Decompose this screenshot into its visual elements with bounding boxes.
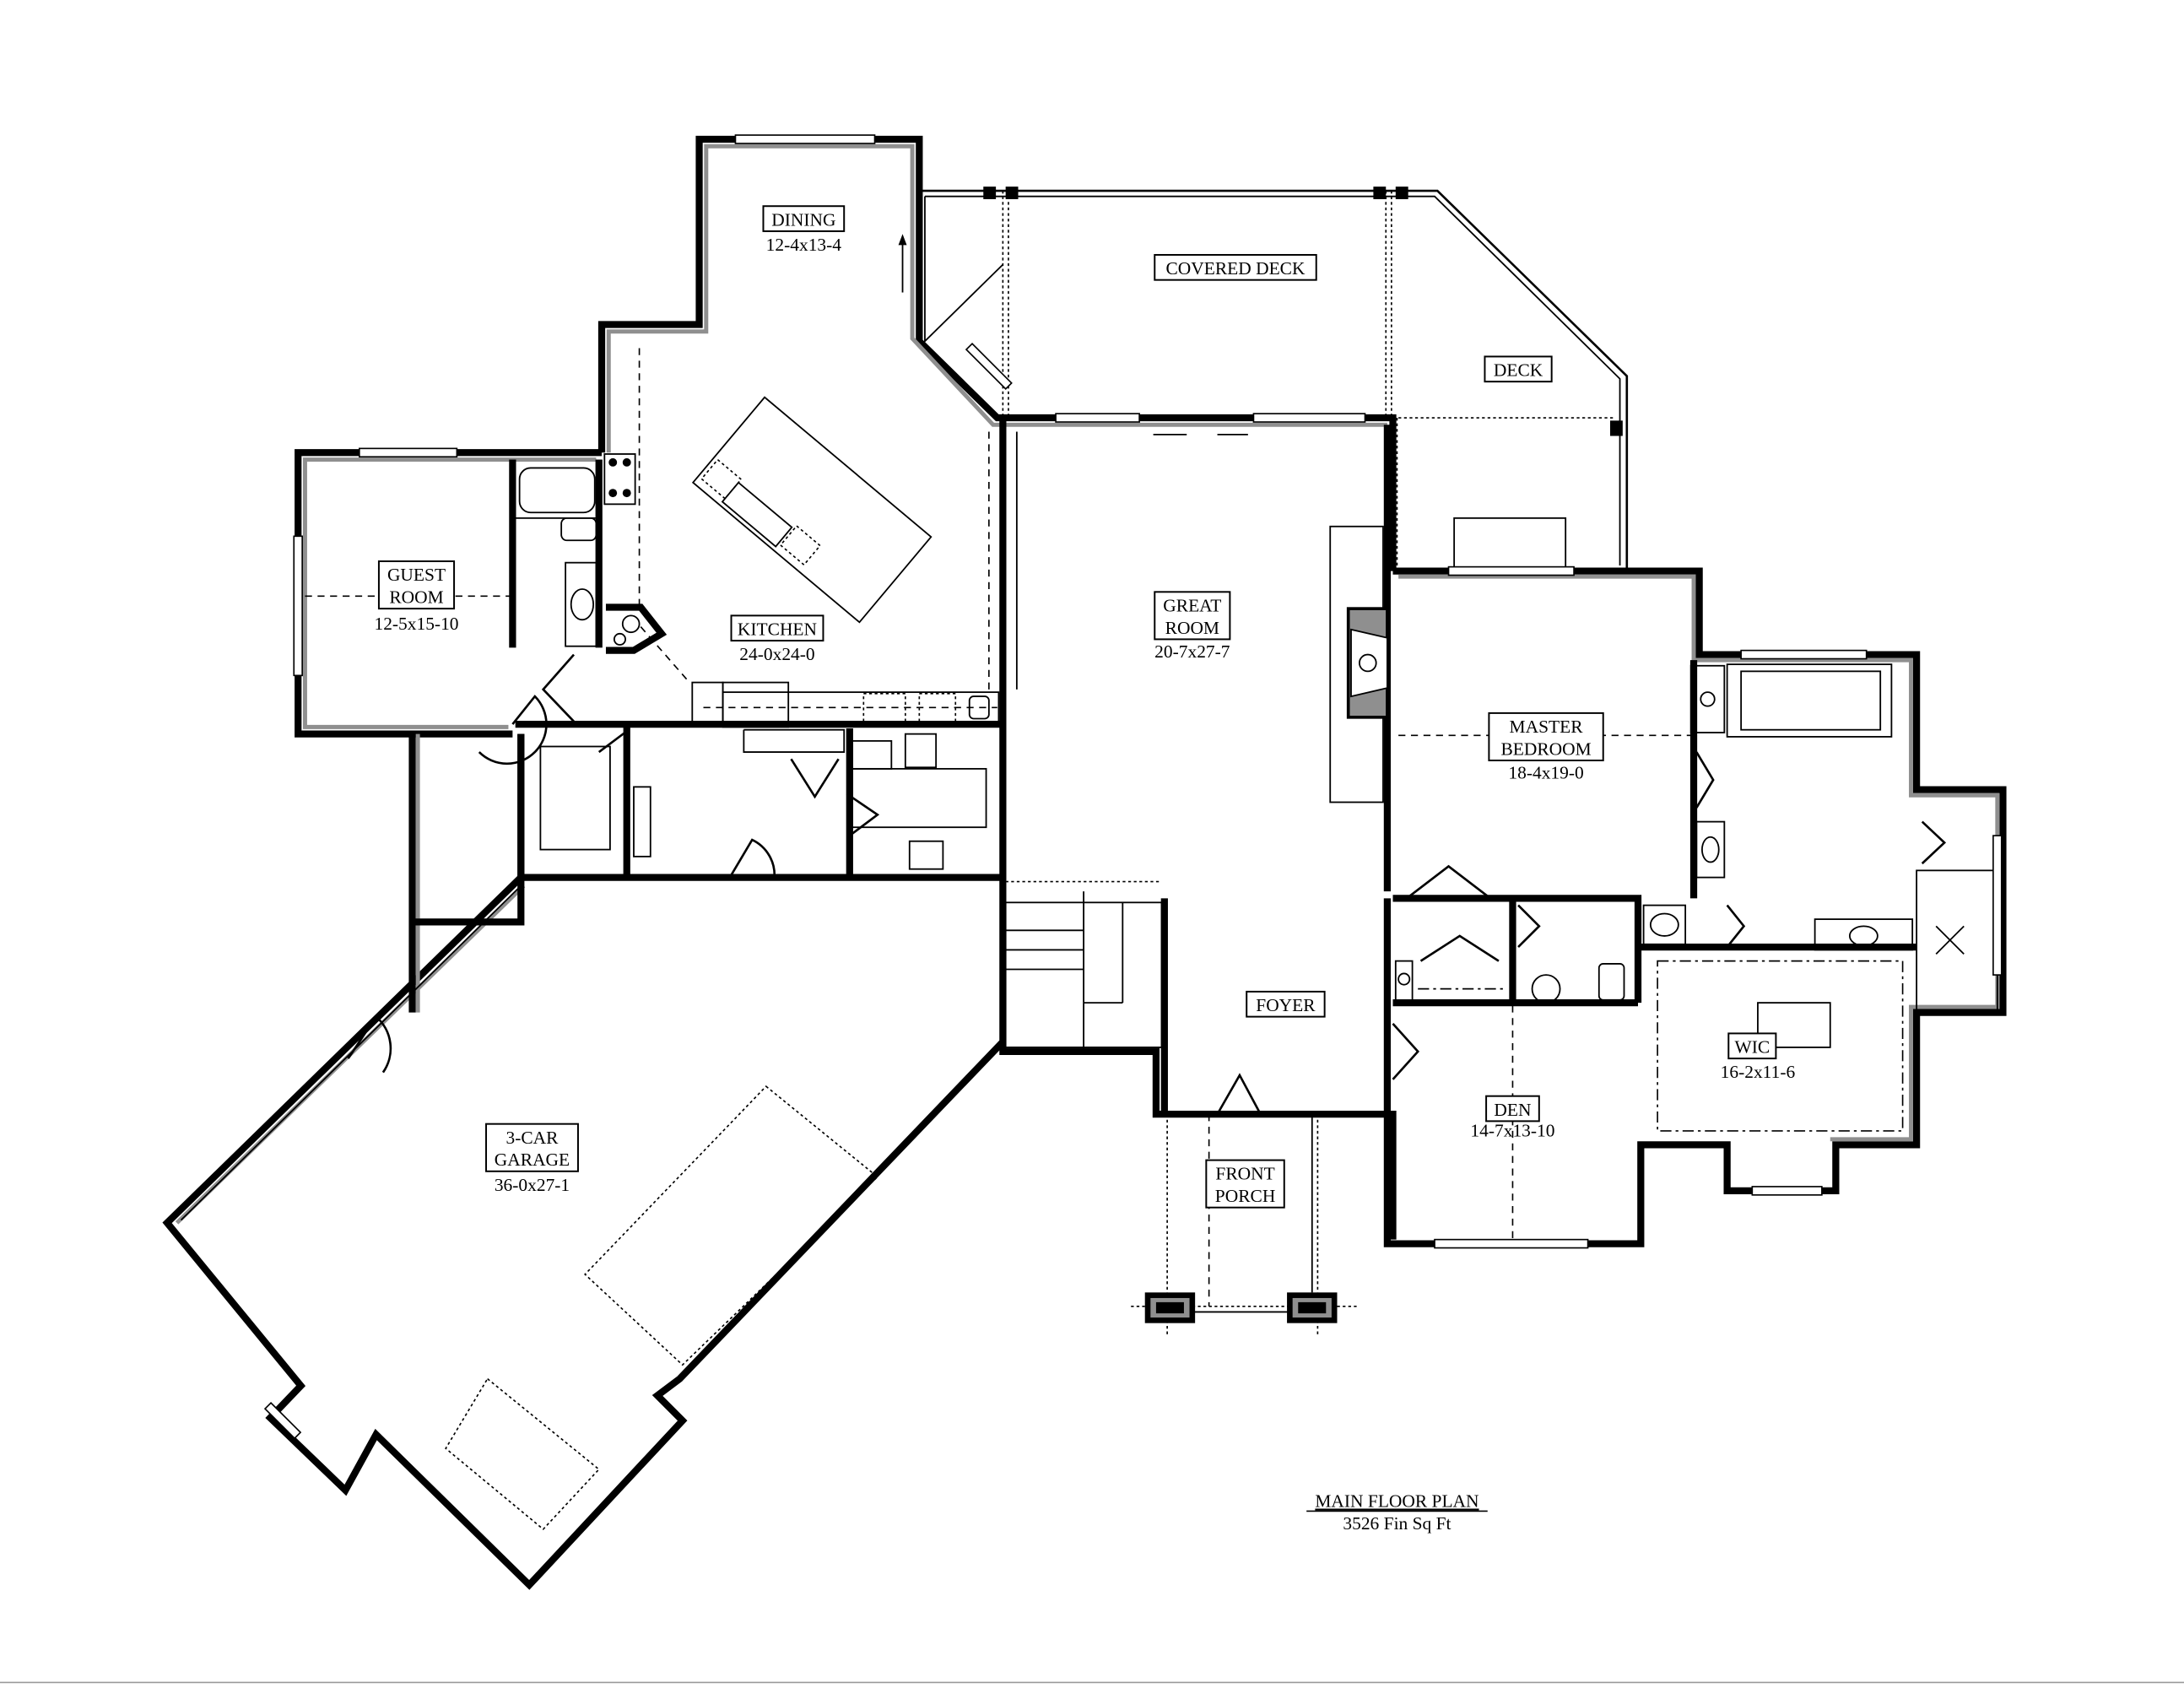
- room-wic: WIC 16-2x11-6: [1721, 1032, 1796, 1082]
- svg-text:14-7x13-10: 14-7x13-10: [1470, 1121, 1554, 1141]
- svg-text:GARAGE: GARAGE: [495, 1150, 570, 1170]
- svg-text:ROOM: ROOM: [389, 587, 443, 608]
- svg-text:FOYER: FOYER: [1256, 995, 1316, 1015]
- svg-text:16-2x11-6: 16-2x11-6: [1721, 1062, 1796, 1082]
- room-dining: DINING 12-4x13-4: [762, 205, 846, 255]
- svg-text:18-4x19-0: 18-4x19-0: [1508, 762, 1583, 782]
- svg-text:12-4x13-4: 12-4x13-4: [766, 235, 842, 255]
- svg-text:36-0x27-1: 36-0x27-1: [495, 1175, 570, 1195]
- room-master-bedroom: MASTER BEDROOM 18-4x19-0: [1398, 711, 1691, 782]
- svg-text:DINING: DINING: [771, 209, 835, 230]
- plan-title: MAIN FLOOR PLAN: [1315, 1491, 1479, 1511]
- svg-text:12-5x15-10: 12-5x15-10: [374, 614, 458, 634]
- doors: [347, 234, 1947, 1115]
- svg-text:20-7x27-7: 20-7x27-7: [1154, 641, 1230, 662]
- front-porch: [1131, 1114, 1359, 1334]
- room-garage: 3-CAR GARAGE 36-0x27-1: [485, 1123, 579, 1195]
- svg-text:KITCHEN: KITCHEN: [738, 619, 817, 639]
- porch-column-right: [1287, 1292, 1338, 1323]
- svg-text:MASTER: MASTER: [1510, 717, 1584, 737]
- room-den: DEN 14-7x13-10: [1470, 1095, 1554, 1141]
- plan-title-block: MAIN FLOOR PLAN 3526 Fin Sq Ft: [1306, 1491, 1488, 1534]
- interior-walls: [509, 396, 1998, 1307]
- room-kitchen: KITCHEN 24-0x24-0: [638, 348, 990, 690]
- svg-text:ROOM: ROOM: [1165, 618, 1219, 638]
- plan-square-footage: 3526 Fin Sq Ft: [1343, 1513, 1451, 1534]
- svg-text:COVERED DECK: COVERED DECK: [1166, 258, 1306, 279]
- svg-text:24-0x24-0: 24-0x24-0: [739, 644, 814, 664]
- windows: [263, 134, 2003, 1440]
- room-foyer: FOYER: [1246, 990, 1326, 1018]
- svg-text:PORCH: PORCH: [1215, 1186, 1275, 1206]
- svg-text:GREAT: GREAT: [1163, 595, 1221, 615]
- svg-text:GUEST: GUEST: [387, 565, 446, 585]
- room-front-porch: FRONT PORCH: [1205, 1159, 1285, 1209]
- svg-text:FRONT: FRONT: [1215, 1164, 1274, 1184]
- room-covered-deck: COVERED DECK: [1154, 253, 1317, 281]
- room-guest-room: GUEST ROOM 12-5x15-10: [305, 560, 511, 634]
- exterior-walls: [162, 135, 2007, 1590]
- svg-text:BEDROOM: BEDROOM: [1500, 738, 1591, 759]
- room-great-room: GREAT ROOM 20-7x27-7: [1154, 591, 1231, 662]
- svg-text:3-CAR: 3-CAR: [506, 1128, 560, 1148]
- svg-text:DECK: DECK: [1494, 360, 1543, 381]
- svg-text:DEN: DEN: [1494, 1100, 1531, 1120]
- room-deck: DECK: [1484, 355, 1553, 383]
- garage-details: [180, 885, 879, 1531]
- svg-text:WIC: WIC: [1735, 1037, 1770, 1058]
- porch-column-left: [1144, 1292, 1196, 1323]
- deck-area: [919, 187, 1629, 572]
